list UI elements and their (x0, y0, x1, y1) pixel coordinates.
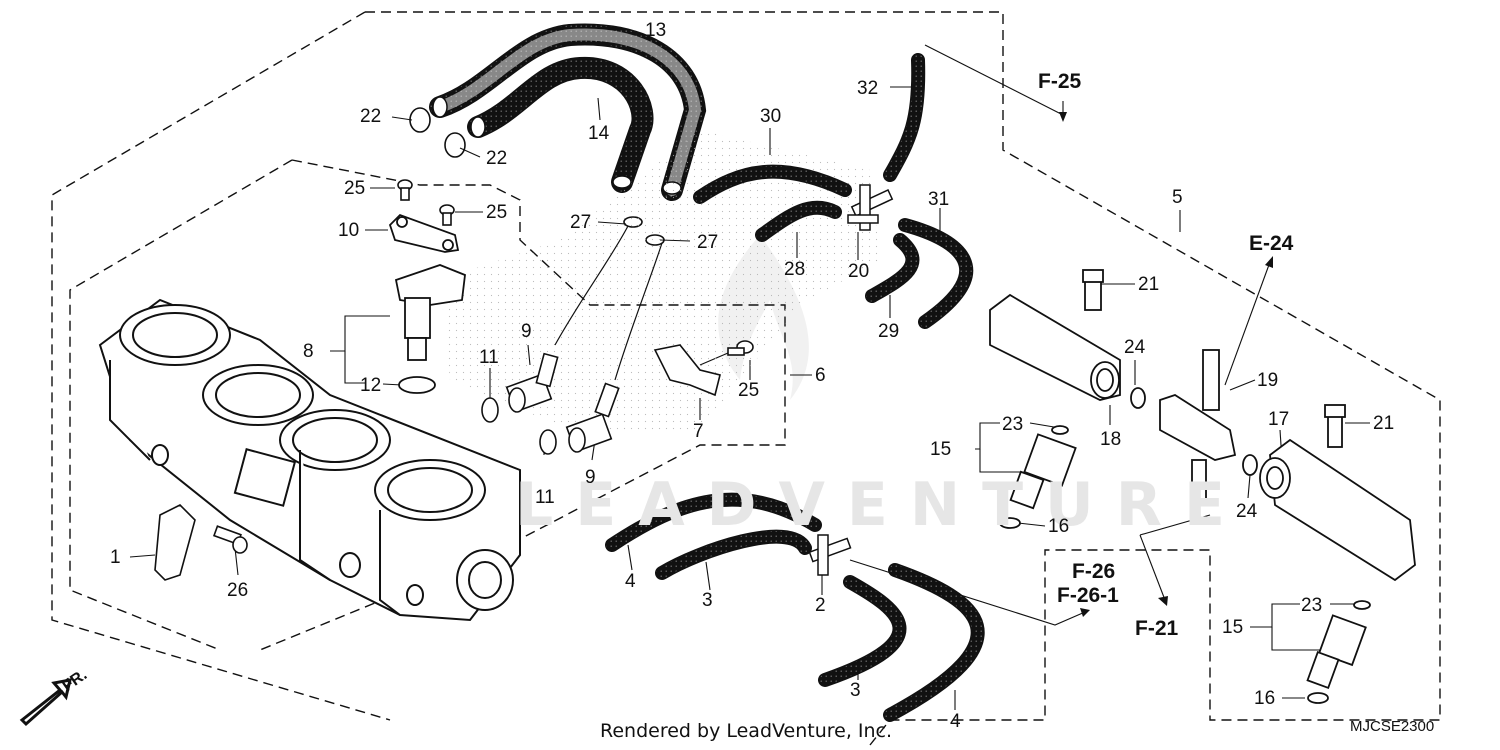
joint-2 (808, 534, 852, 576)
callout-29: 29 (878, 321, 900, 342)
callout-27: 27 (697, 232, 719, 253)
callout-4: 4 (625, 571, 636, 592)
callout-16: 16 (1048, 516, 1070, 537)
bolt-26 (212, 525, 248, 554)
breather-hoses-13-14 (429, 23, 707, 201)
callout-8: 8 (303, 341, 314, 362)
callout-28: 28 (784, 259, 806, 280)
callout-16: 16 (1254, 688, 1276, 709)
lower-hoses (605, 492, 985, 722)
callout-2: 2 (815, 595, 826, 616)
ref-label: E-24 (1249, 232, 1294, 255)
leader-lines (129, 39, 1370, 710)
bracket-1 (154, 504, 196, 581)
injector-15-parts (999, 425, 1371, 704)
screw-25-parts (397, 179, 754, 356)
callout-1: 1 (110, 547, 121, 568)
arrowheads (1059, 112, 1273, 617)
callout-25: 25 (486, 202, 508, 223)
callout-9: 9 (521, 321, 532, 342)
bracket-7 (653, 344, 721, 397)
port-9-parts (481, 352, 620, 455)
connector-19 (1159, 349, 1237, 501)
callout-6: 6 (815, 365, 826, 386)
callout-23: 23 (1002, 414, 1024, 435)
fuel-rail-18 (989, 269, 1146, 409)
callout-24: 24 (1124, 337, 1146, 358)
callout-10: 10 (338, 220, 360, 241)
small-hoses (693, 53, 974, 329)
throttle-body (98, 298, 521, 622)
fuel-rail-17 (1242, 404, 1416, 582)
callout-19: 19 (1257, 370, 1279, 391)
callout-13: 13 (645, 20, 667, 41)
callout-30: 30 (760, 106, 782, 127)
callout-11: 11 (479, 347, 499, 368)
callout-5: 5 (1172, 187, 1183, 208)
callout-25: 25 (344, 178, 366, 199)
callout-17: 17 (1268, 409, 1290, 430)
callout-14: 14 (588, 123, 610, 144)
callout-3: 3 (702, 590, 713, 611)
callout-4: 4 (950, 711, 961, 732)
sensor-8 (394, 264, 466, 394)
plate-10 (388, 213, 460, 253)
callout-27: 27 (570, 212, 592, 233)
callout-22: 22 (360, 106, 382, 127)
callout-24: 24 (1236, 501, 1258, 522)
callout-21: 21 (1373, 413, 1395, 434)
watermark-text: LEADVENTURE (515, 470, 1247, 540)
joint-20 (847, 184, 894, 231)
callout-25: 25 (738, 380, 760, 401)
callout-9: 9 (585, 467, 596, 488)
callout-11: 11 (535, 487, 555, 508)
ref-label: F-21 (1135, 617, 1179, 640)
callout-21: 21 (1138, 274, 1160, 295)
diagram-code: MJCSE2300 (1350, 718, 1435, 735)
ref-label: F-26 (1072, 560, 1116, 583)
footer-credit: Rendered by LeadVenture, Inc. (600, 720, 893, 742)
callout-31: 31 (928, 189, 950, 210)
ref-label: F-25 (1038, 70, 1082, 93)
callout-23: 23 (1301, 595, 1323, 616)
callout-26: 26 (227, 580, 249, 601)
callout-22: 22 (486, 148, 508, 169)
callout-3: 3 (850, 680, 861, 701)
callout-32: 32 (857, 78, 879, 99)
callout-15: 15 (1222, 617, 1244, 638)
front-arrow-icon (19, 678, 72, 727)
callout-12: 12 (360, 375, 382, 396)
callout-20: 20 (848, 261, 870, 282)
callout-7: 7 (693, 421, 704, 442)
callout-18: 18 (1100, 429, 1122, 450)
ref-label: F-26-1 (1057, 584, 1119, 607)
callout-15: 15 (930, 439, 952, 460)
